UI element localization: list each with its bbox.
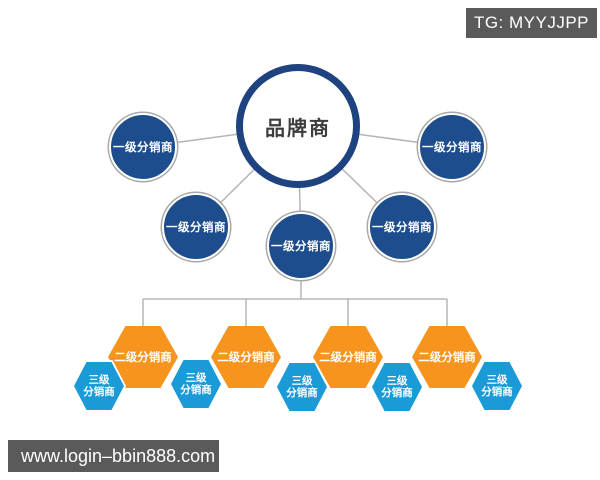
level1-distributor-node: 一级分销商 [109,113,177,181]
url-watermark-text: www.login–bbin888.com [21,445,216,466]
level2-distributor-label: 二级分销商 [217,352,275,364]
level1-distributor-node: 一级分销商 [162,193,230,261]
level3-distributor-hex: 三级 分销商 [372,363,422,411]
level3-distributor-hex: 三级 分销商 [472,362,522,410]
level3-label-line2: 分销商 [83,386,115,398]
level3-label-line2: 分销商 [481,386,513,398]
level3-label-line1: 三级 [386,374,408,387]
level3-label-line2: 分销商 [180,384,212,396]
level2-distributor-label: 二级分销商 [114,352,172,364]
telegram-watermark-text: TG: MYYJJPP [473,13,590,32]
url-watermark: www.login–bbin888.com [8,440,219,472]
level3-distributor-hex: 三级 分销商 [74,362,124,410]
level1-distributor-label: 一级分销商 [422,142,482,154]
level3-label-line1: 三级 [291,374,313,387]
level1-distributor-label: 一级分销商 [113,142,173,154]
level3-label-line1: 三级 [88,373,110,386]
level3-label-line2: 分销商 [286,387,318,399]
level1-distributor-node: 一级分销商 [418,113,486,181]
level1-distributor-label: 一级分销商 [166,222,226,234]
level1-distributor-node: 一级分销商 [267,212,335,280]
level2-distributor-label: 二级分销商 [418,352,476,364]
level3-label-line1: 三级 [486,373,508,386]
brand-node: 品牌商 [236,64,360,188]
level1-distributor-label: 一级分销商 [271,241,331,253]
level1-distributor-node: 一级分销商 [368,193,436,261]
level1-distributor-label: 一级分销商 [372,222,432,234]
level3-distributor-hex: 三级 分销商 [277,363,327,411]
level3-distributor-hex: 三级 分销商 [171,360,221,408]
brand-label: 品牌商 [265,117,331,140]
level3-label-line2: 分销商 [381,387,413,399]
level3-label-line1: 三级 [185,371,207,384]
level2-distributor-label: 二级分销商 [319,352,377,364]
telegram-watermark: TG: MYYJJPP [466,8,597,38]
